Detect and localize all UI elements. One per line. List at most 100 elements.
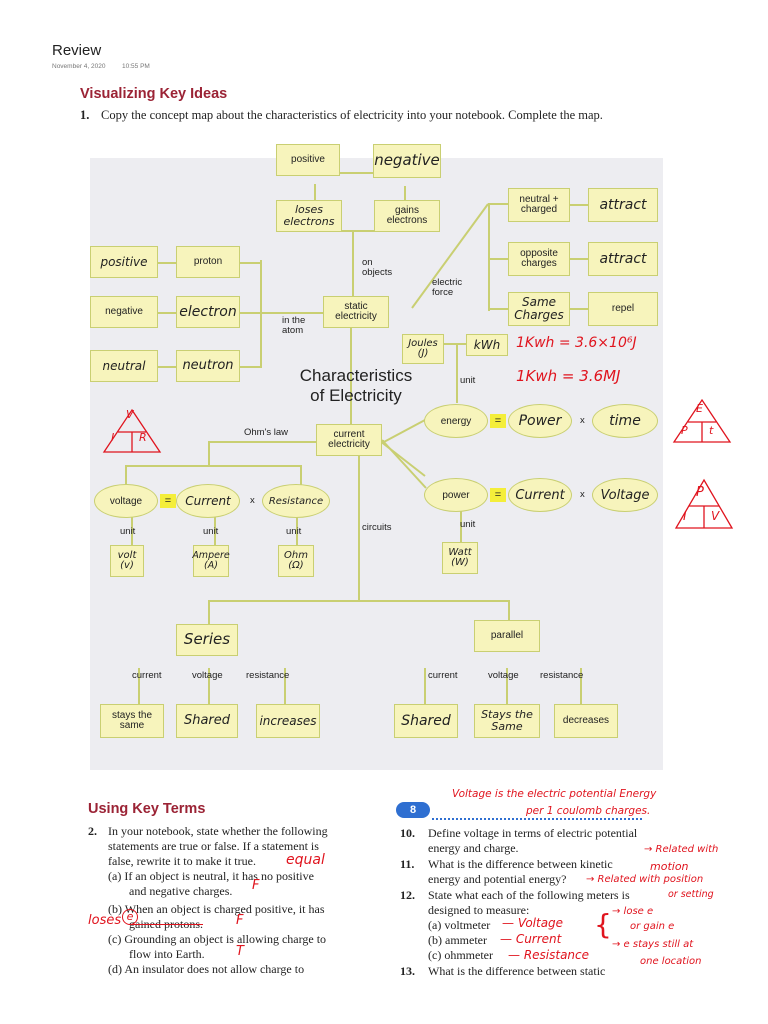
connector bbox=[358, 455, 360, 600]
box-loses-electrons: loses electrons bbox=[276, 200, 342, 232]
page-title: Review bbox=[52, 42, 102, 59]
oval-power: power bbox=[424, 478, 488, 512]
connector bbox=[488, 308, 510, 310]
triangle2-top: E bbox=[696, 402, 703, 415]
box-repel: repel bbox=[588, 292, 658, 326]
statement-a: (a) If an object is neutral, it has no p… bbox=[108, 869, 314, 883]
meter-c: (c) ohmmeter bbox=[428, 948, 493, 962]
box-parallel: parallel bbox=[474, 620, 540, 652]
box-proton: proton bbox=[176, 246, 240, 278]
question-text-line: What is the difference between static bbox=[428, 964, 606, 978]
connector bbox=[488, 203, 490, 311]
label-voltage: voltage bbox=[192, 670, 223, 681]
handwritten-or-setting: or setting bbox=[668, 889, 714, 900]
oval-voltage: voltage bbox=[94, 484, 158, 518]
handwritten-electron-circle: e bbox=[122, 909, 138, 925]
statement-d: (d) An insulator does not allow charge t… bbox=[108, 962, 305, 976]
map-title-line1: Characteristics bbox=[299, 366, 413, 385]
statement-c-cont: flow into Earth. bbox=[129, 947, 205, 961]
statement-b-cont: gained protons. bbox=[129, 917, 203, 931]
label-current: current bbox=[132, 670, 162, 681]
triangle-vir-icon bbox=[102, 408, 162, 453]
connector bbox=[314, 230, 406, 232]
connector bbox=[564, 258, 588, 260]
question-number: 2. bbox=[88, 824, 97, 838]
handwritten-F-b: F bbox=[236, 913, 244, 928]
handwritten-stays-still: → e stays still at bbox=[612, 939, 694, 950]
box-neutron: neutron bbox=[176, 350, 240, 382]
triangle-piv-icon bbox=[674, 478, 734, 529]
label-unit: unit bbox=[286, 526, 302, 537]
triangle3-left: I bbox=[683, 509, 687, 523]
handwritten-current: — Current bbox=[500, 932, 562, 946]
connector bbox=[564, 204, 588, 206]
section-heading-visualizing: Visualizing Key Ideas bbox=[80, 86, 228, 102]
box-ohm: Ohm (Ω) bbox=[278, 545, 314, 577]
label-ohms-law: Ohm's law bbox=[244, 427, 289, 438]
connector bbox=[238, 312, 324, 314]
connector bbox=[208, 441, 318, 443]
connector bbox=[208, 600, 510, 602]
question-text-line: statements are true or false. If a state… bbox=[108, 839, 319, 853]
handwritten-T-c: T bbox=[236, 944, 244, 959]
connector bbox=[131, 515, 133, 545]
box-negative-answer: negative bbox=[373, 144, 441, 178]
connector bbox=[428, 343, 484, 345]
meter-a: (a) voltmeter bbox=[428, 918, 491, 932]
handwritten-resistance: — Resistance bbox=[508, 948, 590, 962]
box-stays-the-same-2: Stays the Same bbox=[474, 704, 540, 738]
question-text: Copy the concept map about the character… bbox=[101, 108, 603, 122]
triangle1-top: V bbox=[126, 408, 134, 421]
statement-a-cont: and negative charges. bbox=[129, 884, 233, 898]
connector bbox=[488, 203, 510, 205]
triangle3-right: V bbox=[711, 509, 720, 523]
oval-power-answer: Power bbox=[508, 404, 572, 438]
question-number: 12. bbox=[400, 888, 415, 902]
box-opposite-charges: opposite charges bbox=[508, 242, 570, 276]
connector bbox=[404, 186, 406, 202]
question-text-line: What is the difference between kinetic bbox=[428, 857, 613, 871]
box-kwh: kWh bbox=[466, 334, 508, 356]
question-text-line: false, rewrite it to make it true. bbox=[108, 854, 256, 868]
oval-voltage-answer: Voltage bbox=[592, 478, 658, 512]
statement-b: (b) When an object is charged positive, … bbox=[108, 902, 325, 916]
connector bbox=[352, 230, 354, 298]
question-text-line: energy and charge. bbox=[428, 841, 519, 855]
equals-sign: = bbox=[160, 494, 176, 508]
connector bbox=[568, 308, 588, 310]
box-ampere: Ampere (A) bbox=[192, 545, 230, 577]
connector bbox=[138, 668, 140, 708]
box-neutral-charged: neutral + charged bbox=[508, 188, 570, 222]
connector bbox=[156, 262, 178, 264]
dotted-divider bbox=[432, 818, 642, 820]
oval-energy: energy bbox=[424, 404, 488, 438]
box-shared-series: Shared bbox=[176, 704, 238, 738]
question-number: 10. bbox=[400, 826, 415, 840]
handwritten-one-location: one location bbox=[640, 956, 702, 967]
box-electron: electron bbox=[176, 296, 240, 328]
triangle2-left: P bbox=[681, 424, 688, 437]
label-current: current bbox=[428, 670, 458, 681]
connector bbox=[296, 515, 298, 545]
box-increases: increases bbox=[256, 704, 320, 738]
connector bbox=[156, 366, 178, 368]
connector bbox=[580, 668, 582, 708]
handwritten-F-a: F bbox=[252, 878, 260, 893]
question-number: 11. bbox=[400, 857, 415, 871]
box-positive-left: positive bbox=[90, 246, 158, 278]
question-number: 13. bbox=[400, 964, 415, 978]
handwritten-loses: loses bbox=[88, 913, 122, 928]
triangle2-right: t bbox=[709, 424, 714, 437]
note-date: November 4, 2020 bbox=[52, 63, 106, 70]
label-in-the-atom: in the atom bbox=[282, 315, 306, 336]
connector bbox=[125, 465, 127, 485]
handwritten-gain-e: or gain e bbox=[630, 921, 675, 932]
label-unit-energy: unit bbox=[460, 375, 476, 386]
box-volt: volt (v) bbox=[110, 545, 144, 577]
connector bbox=[232, 262, 262, 264]
box-negative-left: negative bbox=[90, 296, 158, 328]
triangle-ept-icon bbox=[672, 398, 732, 443]
connector bbox=[300, 465, 302, 485]
box-positive: positive bbox=[276, 144, 340, 176]
box-stays-the-same: stays the same bbox=[100, 704, 164, 738]
